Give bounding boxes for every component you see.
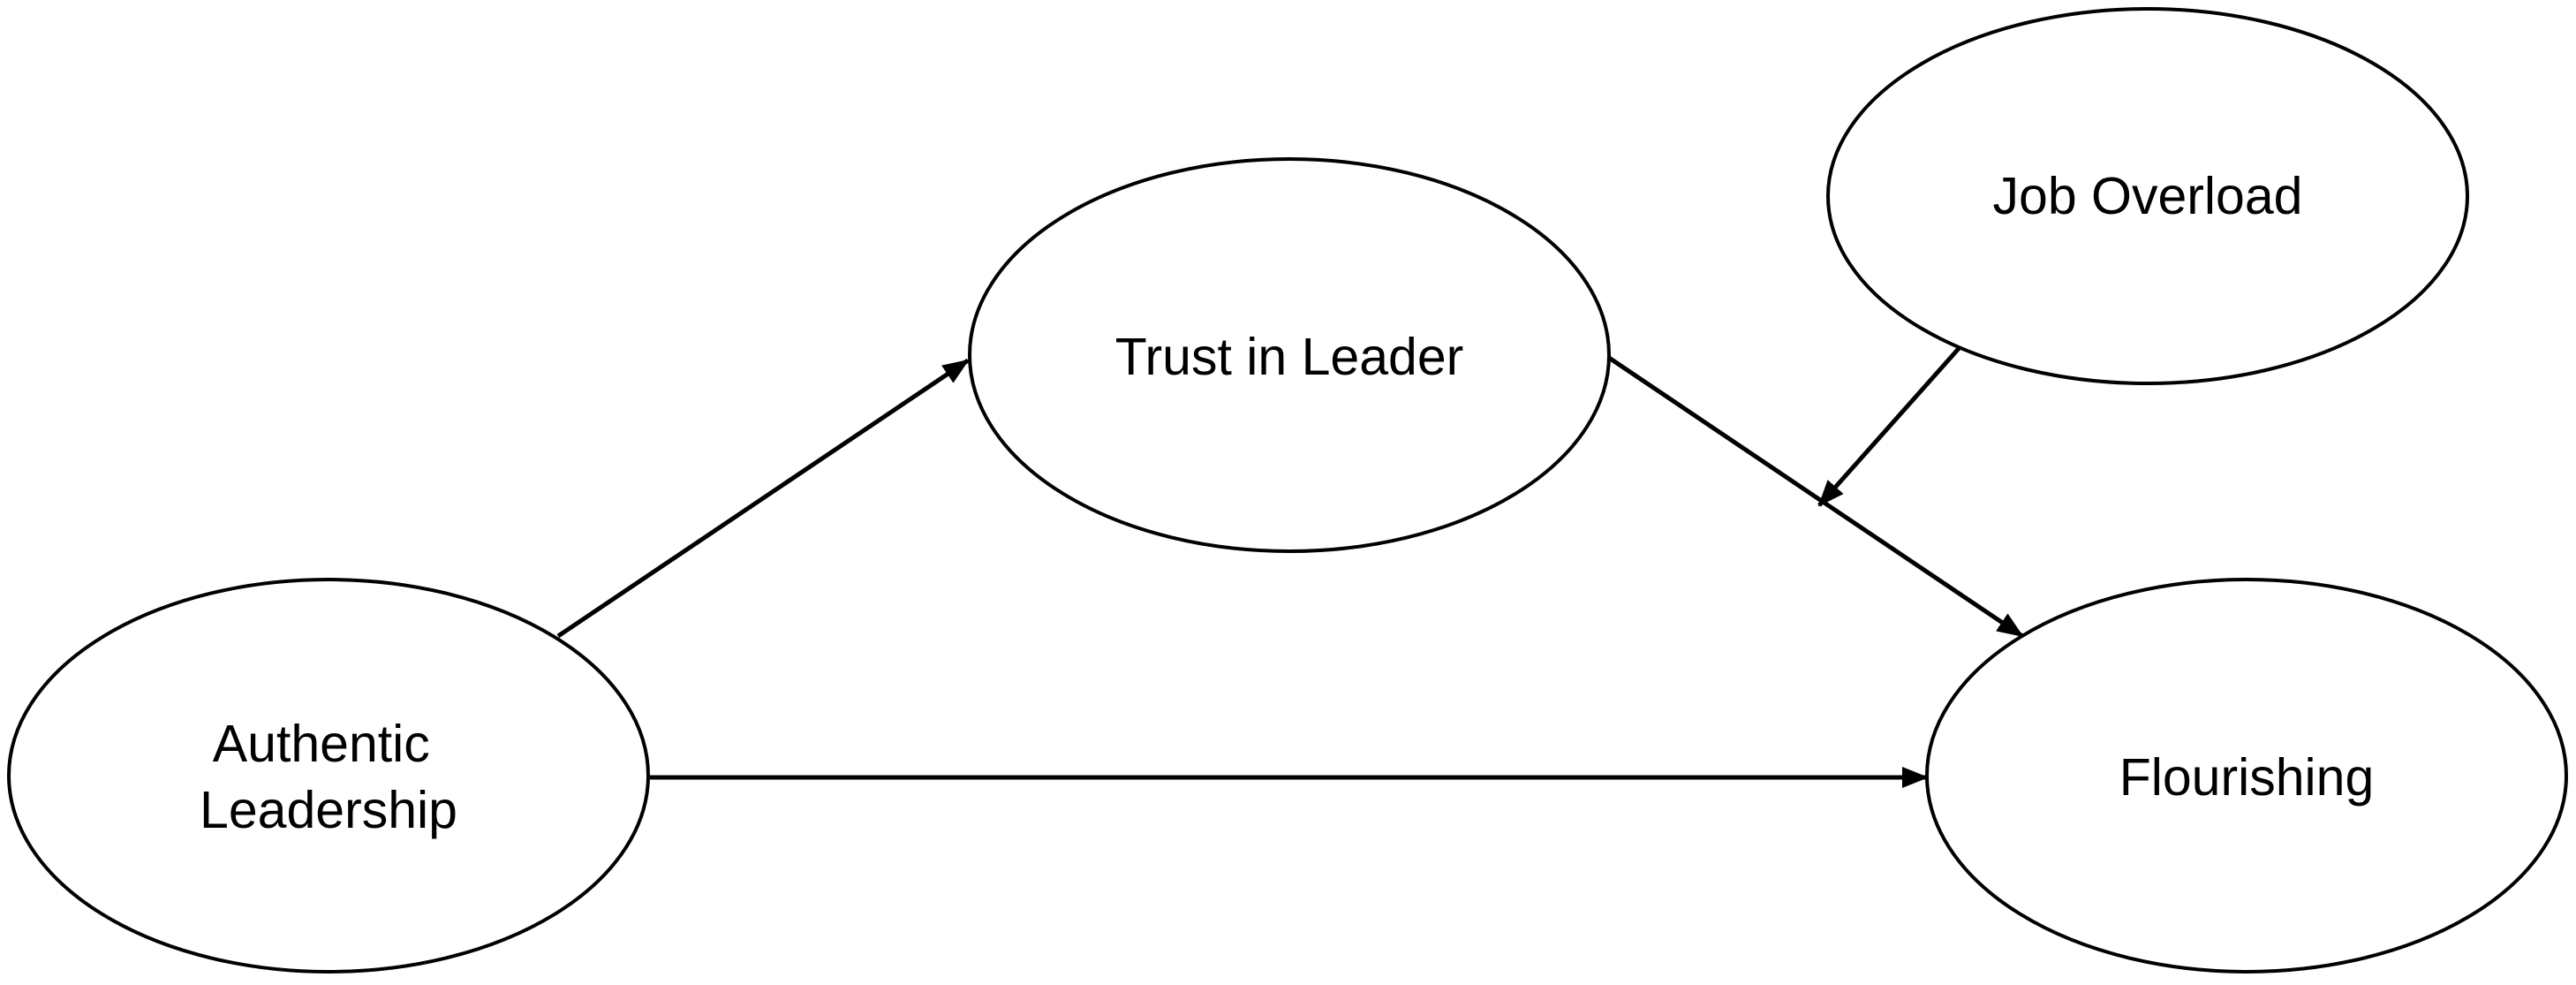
node-trust-in-leader-label: Trust in Leader	[1115, 328, 1464, 386]
node-trust-in-leader-ellipse	[968, 157, 1611, 553]
node-job-overload-label: Job Overload	[1993, 167, 2303, 225]
node-flourishing-label-line-1: Flourishing	[2119, 748, 2375, 807]
node-trust-in-leader-label-line-1: Trust in Leader	[1115, 328, 1464, 386]
node-flourishing: Flourishing	[1925, 578, 2568, 974]
edge-job-overload-moderation	[1817, 343, 1964, 507]
node-job-overload-ellipse	[1826, 7, 2469, 385]
node-authentic-leadership-label: Authentic Leadership	[200, 715, 457, 839]
node-authentic-leadership-ellipse	[7, 578, 650, 974]
node-job-overload: Job Overload	[1826, 7, 2469, 385]
node-flourishing-label: Flourishing	[2119, 748, 2375, 807]
node-authentic-leadership-label-line-2: Leadership	[200, 781, 457, 839]
node-authentic-leadership-label-line-1: Authentic	[213, 715, 430, 773]
edge-authentic-leadership-to-trust-in-leader	[556, 358, 970, 639]
node-flourishing-ellipse	[1925, 578, 2568, 974]
edge-trust-in-leader-to-flourishing	[1607, 355, 2024, 639]
node-job-overload-label-line-1: Job Overload	[1993, 167, 2303, 225]
node-trust-in-leader: Trust in Leader	[968, 157, 1611, 553]
node-authentic-leadership: Authentic Leadership	[7, 578, 650, 974]
